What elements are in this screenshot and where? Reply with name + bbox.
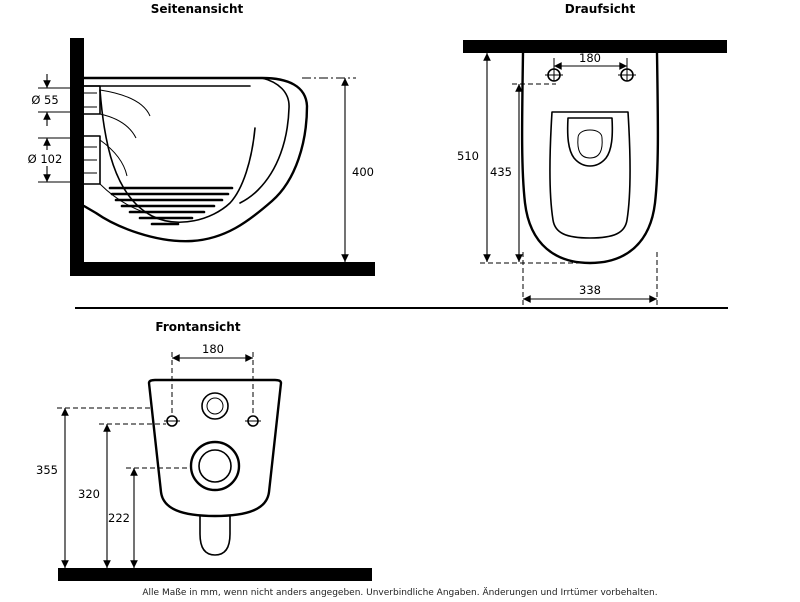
front-view: 180 355 320 222: [36, 342, 372, 581]
dim-label-height: 400: [352, 165, 374, 179]
side-toilet-profile: [82, 76, 309, 243]
side-outer-profile: [82, 76, 309, 243]
side-inlet-detail-lines: [84, 92, 97, 108]
front-dim-height-inlet: 355: [36, 407, 152, 568]
side-dim-height: 400: [302, 77, 374, 262]
dim-label-fixing-holes: 180: [579, 51, 601, 65]
side-rim-inner-line: [239, 77, 290, 204]
dim-label-width: 338: [579, 283, 601, 297]
top-wall-section: [463, 40, 727, 53]
top-view-title: Draufsicht: [564, 2, 636, 16]
front-floor-section: [58, 568, 372, 581]
front-outlet-pipe: [199, 515, 231, 556]
top-toilet-outline: [520, 51, 660, 265]
top-dim-width: 338: [522, 252, 658, 305]
side-floor-section: [70, 262, 375, 276]
top-view: 180 510 435 338: [457, 40, 727, 305]
dim-label-outlet-diameter: Ø 102: [28, 152, 63, 166]
dim-label-depth-total: 510: [457, 149, 479, 163]
dim-label-height-fixing: 320: [78, 487, 100, 501]
side-outlet-stub: [83, 135, 101, 185]
side-dim-outlet-diameter: Ø 102: [22, 137, 82, 183]
side-inlet-stub: [83, 85, 101, 115]
dim-label-height-drain: 222: [108, 511, 130, 525]
top-dim-depth-bowl: 435: [490, 83, 556, 262]
footer-note: Alle Maße in mm, wenn nicht anders angeg…: [142, 588, 658, 598]
front-view-title: Frontansicht: [155, 320, 241, 334]
front-dim-height-drain: 222: [108, 467, 189, 568]
side-water-hatch: [108, 186, 234, 226]
top-dim-fixing-holes: 180: [553, 51, 628, 81]
dim-label-inlet-diameter: Ø 55: [31, 93, 58, 107]
side-dim-inlet-diameter: Ø 55: [31, 74, 82, 126]
top-seat-opening: [549, 111, 631, 239]
side-wall-section: [70, 38, 84, 276]
side-view: Ø 55 Ø 102 400: [22, 38, 375, 276]
top-flush-inner-detail: [577, 129, 603, 159]
label-background: [22, 150, 68, 166]
front-drain-opening-outer: [189, 440, 241, 492]
front-dim-height-fixing: 320: [78, 423, 166, 568]
side-view-title: Seitenansicht: [150, 2, 244, 16]
front-outer-profile: [147, 378, 283, 518]
front-inlet-opening-inner: [206, 397, 224, 415]
front-toilet-outline: [147, 378, 283, 556]
side-internal-channel-lines: [99, 89, 151, 214]
dim-label-depth-bowl: 435: [490, 165, 512, 179]
front-drain-opening-inner: [198, 449, 232, 483]
top-flush-distributor: [566, 117, 614, 167]
front-inlet-opening-outer: [201, 392, 229, 420]
side-outlet-detail-lines: [84, 146, 97, 174]
front-dim-fixing-holes: 180: [171, 342, 254, 414]
side-bowl-inner-line: [99, 89, 256, 223]
top-dim-depth-total: 510: [457, 53, 585, 264]
dim-label-fixing-holes: 180: [202, 342, 224, 356]
dim-label-height-inlet: 355: [36, 463, 58, 477]
